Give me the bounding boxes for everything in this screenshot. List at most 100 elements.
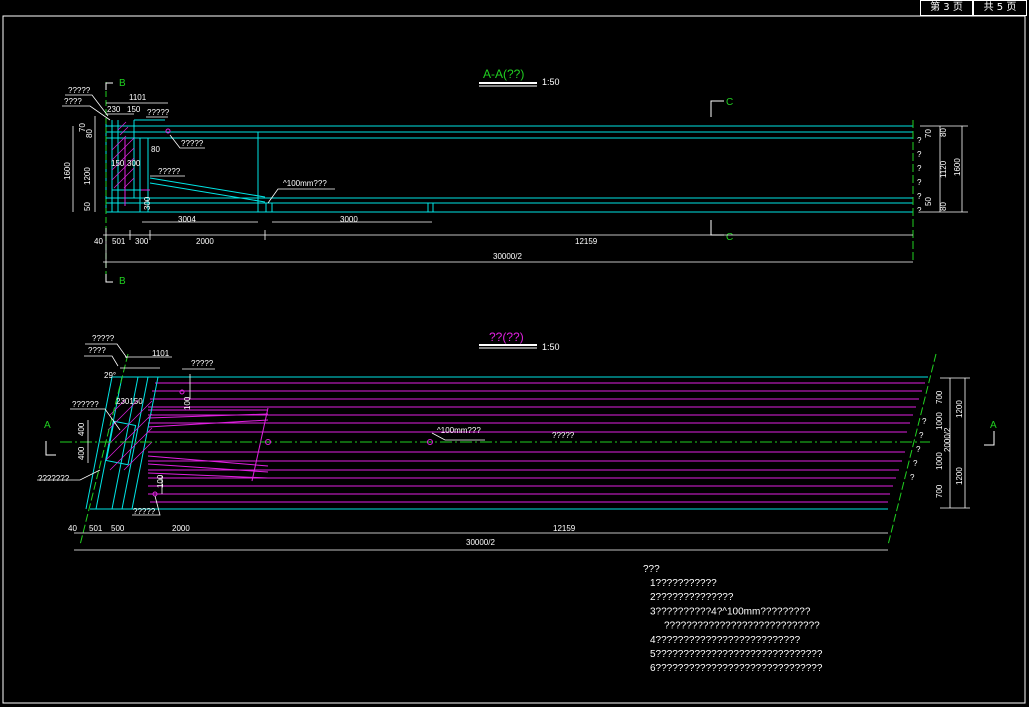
plan-right-label: ? [919, 431, 924, 440]
note-line: 1??????????? [650, 578, 717, 589]
dim-sec-in-300b: 300 [143, 196, 152, 210]
plan-title: ??(??) [489, 330, 524, 344]
dim-plan-r2000: 2000/2 [943, 427, 952, 452]
section-right-label: ? [917, 150, 922, 159]
dim-plan-r700: 700 [935, 390, 944, 404]
plan-right-labels: ????? [910, 417, 927, 482]
dim-plan-230150: 230150 [116, 397, 143, 406]
label-section-4: ????? [181, 139, 204, 148]
section-right-label: ? [917, 192, 922, 201]
dim-plan-b12159: 12159 [553, 524, 576, 533]
dim-plan-b500: 500 [111, 524, 125, 533]
dim-plan-v100: 100 [183, 396, 192, 410]
dim-sec-row-12159: 12159 [575, 237, 598, 246]
dim-plan-b501: 501 [89, 524, 103, 533]
label-section-5: ????? [158, 167, 181, 176]
section-right-label: ? [917, 136, 922, 145]
plan-right-label: ? [922, 417, 927, 426]
dim-plan-b2000: 2000 [172, 524, 190, 533]
section-dimensions [72, 102, 968, 268]
dim-sec-r-80b: 80 [939, 202, 948, 211]
b-label-bottom: B [119, 276, 126, 287]
plan-pipe-1 [265, 439, 271, 445]
dim-sec-r-80: 80 [939, 128, 948, 137]
section-title: A-A(??) [483, 67, 524, 81]
dim-sec-150: 150 [127, 105, 141, 114]
label-plan-2: ???? [88, 346, 106, 355]
note-line: ???????????????????????????? [664, 621, 820, 632]
dim-sec-total: 30000/2 [493, 252, 522, 261]
dim-sec-r-1120: 1120 [939, 160, 948, 178]
section-scale: 1:50 [542, 77, 560, 87]
label-plan-center: ????? [552, 431, 575, 440]
note-line: 2?????????????? [650, 592, 734, 603]
dim-sec-3004: 3004 [178, 215, 196, 224]
c-marker-bottom [710, 220, 724, 236]
dim-plan-v100b: 100 [156, 474, 165, 488]
plan-leader-2 [84, 355, 119, 367]
plan-leader-1 [85, 343, 128, 359]
plan-leader-6 [132, 495, 161, 516]
dim-sec-1200: 1200 [83, 167, 92, 185]
dim-plan-1101: 1101 [152, 349, 170, 358]
plan-boundary [85, 376, 928, 510]
dim-sec-r-70: 70 [924, 129, 933, 138]
plan-pipe-2 [427, 439, 433, 445]
dim-sec-3000: 3000 [340, 215, 358, 224]
section-deck [105, 119, 913, 213]
dim-sec-row-501: 501 [112, 237, 126, 246]
c-label-top: C [726, 97, 733, 108]
a-label-left: A [44, 420, 51, 431]
dim-plan-angle: 29° [104, 371, 116, 380]
plan-right-label: ? [913, 459, 918, 468]
dim-sec-r-50: 50 [924, 197, 933, 206]
notes-lines: 1???????????2??????????????3??????????4?… [650, 578, 823, 674]
dim-plan-r700b: 700 [935, 484, 944, 498]
plan-leader-5 [37, 469, 101, 481]
sheet-border [2, 15, 1026, 704]
b-marker-top [105, 82, 113, 90]
dim-plan-400: 400 [77, 422, 86, 436]
a-marker-left [45, 441, 56, 456]
label-section-pipe: ^100mm??? [283, 179, 327, 188]
plan-leader-4 [70, 408, 121, 431]
dim-sec-in-300: 300 [127, 159, 141, 168]
leader-1 [65, 94, 109, 117]
label-plan-3: ????? [191, 359, 214, 368]
dim-sec-in-150: 150 [111, 159, 125, 168]
section-right-labels: ?????? [917, 136, 922, 215]
dim-sec-1600: 1600 [63, 162, 72, 180]
dim-plan-r1200b: 1200 [955, 467, 964, 485]
dim-plan-400b: 400 [77, 446, 86, 460]
plan-right-label: ? [910, 473, 915, 482]
leader-6 [267, 188, 335, 204]
a-marker-right [984, 431, 995, 446]
plan-dimensions [74, 356, 970, 551]
dim-sec-row-300: 300 [135, 237, 149, 246]
notes-heading: ??? [643, 564, 660, 575]
section-hatch [111, 121, 135, 189]
label-plan-4: ?????? [72, 400, 99, 409]
note-line: 4?????????????????????????? [650, 635, 801, 646]
dim-sec-row-2000: 2000 [196, 237, 214, 246]
dim-sec-70: 70 [78, 123, 87, 132]
section-right-label: ? [917, 178, 922, 187]
plan-hatch [105, 399, 153, 471]
plan-drain-1 [179, 389, 185, 395]
dim-plan-r1200: 1200 [955, 400, 964, 418]
plan-view: ??(??) 1:50 [37, 330, 997, 551]
section-view: A-A(??) 1:50 [62, 67, 968, 287]
dim-sec-80: 80 [85, 129, 94, 138]
leader-2 [62, 105, 111, 121]
dim-sec-row-40: 40 [94, 237, 103, 246]
c-marker-top [710, 100, 724, 117]
note-line: 5?????????????????????????????? [650, 649, 823, 660]
dim-sec-1101: 1101 [129, 93, 147, 102]
dim-sec-230: 230 [107, 105, 121, 114]
plan-scale: 1:50 [542, 342, 560, 352]
b-marker-bottom [105, 274, 113, 283]
plan-end-line-left [79, 353, 129, 546]
a-label-right: A [990, 420, 997, 431]
label-plan-pipe: ^100mm??? [437, 426, 481, 435]
